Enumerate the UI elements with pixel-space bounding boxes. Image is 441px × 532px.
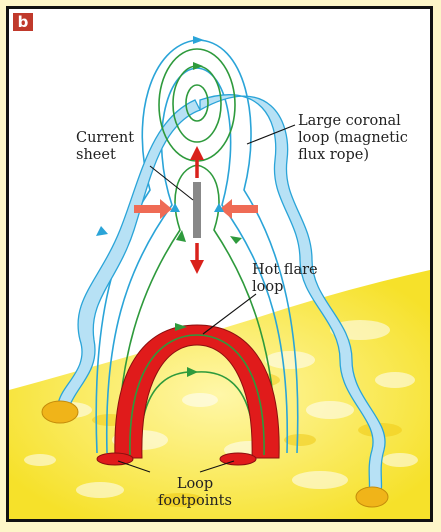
label-current-sheet-line1: Current <box>76 130 134 147</box>
flux-rope-footpoint-right <box>356 487 388 507</box>
label-hot-flare-loop: Hot flare loop <box>252 262 318 296</box>
label-current-sheet-line2: sheet <box>76 147 134 164</box>
footpoint-right <box>220 453 256 465</box>
label-flare-line1: Hot flare <box>252 262 318 279</box>
label-coronal-line1: Large coronal <box>298 113 408 130</box>
current-sheet-bar <box>193 182 201 238</box>
label-current-sheet: Current sheet <box>76 130 134 164</box>
label-coronal-line2: loop (magnetic <box>298 130 408 147</box>
label-large-coronal-loop: Large coronal loop (magnetic flux rope) <box>298 113 408 164</box>
label-loop-footpoints: Loop footpoints <box>150 476 240 510</box>
footpoint-left <box>97 453 133 465</box>
label-footpoints-line1: Loop <box>150 476 240 493</box>
flux-rope-footpoint-left <box>42 401 78 423</box>
panel-letter: b <box>13 13 33 31</box>
label-coronal-line3: flux rope) <box>298 147 408 164</box>
label-flare-line2: loop <box>252 279 318 296</box>
label-footpoints-line2: footpoints <box>150 493 240 510</box>
